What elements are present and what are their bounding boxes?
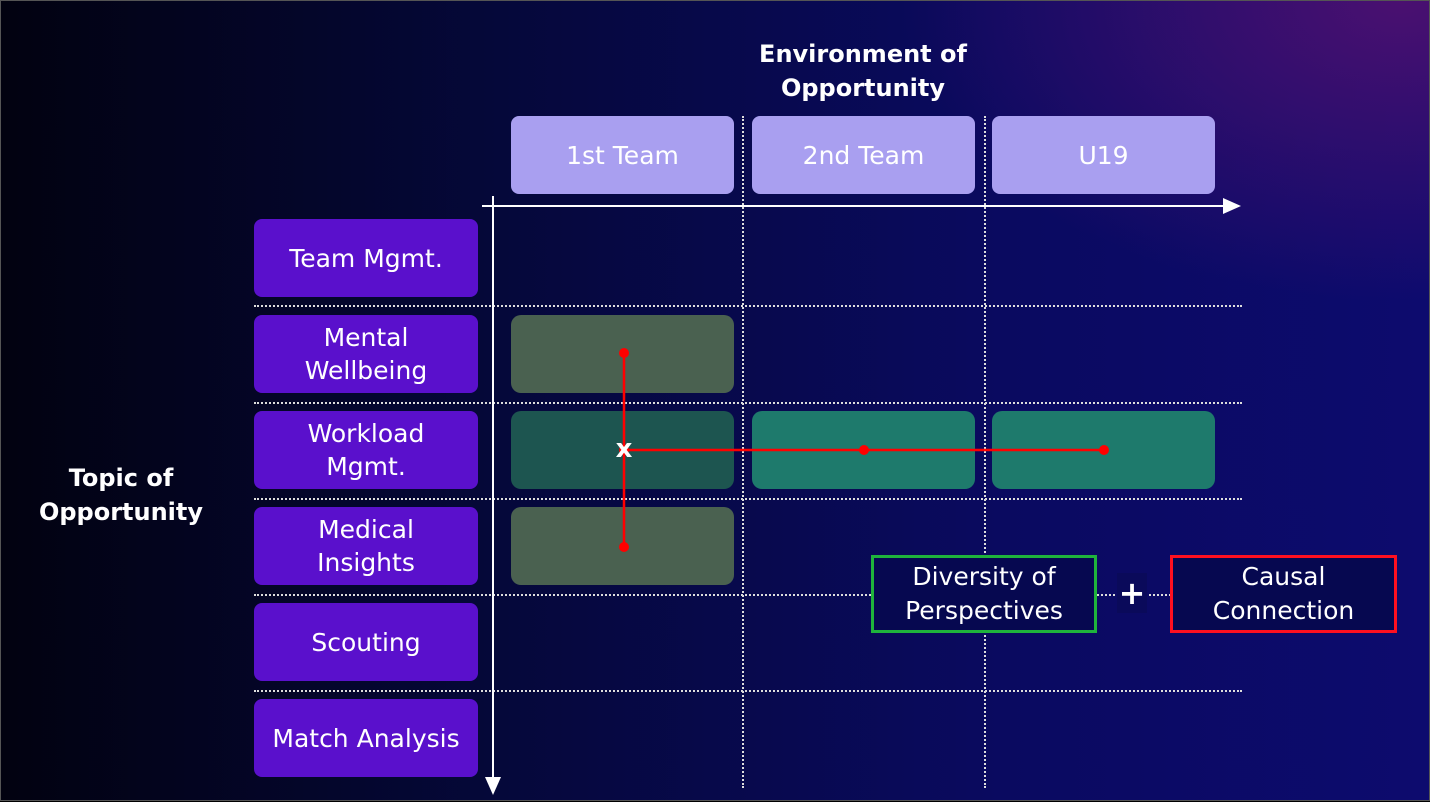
connector-dot — [619, 348, 629, 358]
intersection-marker: x — [615, 434, 633, 464]
row-header-workload-mgmt: Workload Mgmt. — [254, 411, 478, 489]
row-header-medical-insights: Medical Insights — [254, 507, 478, 585]
connector-dot — [619, 542, 629, 552]
column-divider — [984, 116, 986, 788]
column-header-2nd-team: 2nd Team — [752, 116, 975, 194]
environment-title: Environment of Opportunity — [759, 40, 967, 102]
row-divider — [254, 594, 1242, 596]
column-header-1st-team: 1st Team — [511, 116, 734, 194]
row-header-team-mgmt: Team Mgmt. — [254, 219, 478, 297]
row-header-scouting: Scouting — [254, 603, 478, 681]
diversity-of-perspectives-box: Diversity of Perspectives — [871, 555, 1097, 633]
causal-connection-box: Causal Connection — [1170, 555, 1397, 633]
row-header-match-analysis: Match Analysis — [254, 699, 478, 777]
column-header-u19: U19 — [992, 116, 1215, 194]
topic-title: Topic of Opportunity — [38, 464, 204, 526]
connector-dot — [619, 445, 629, 455]
plus-sign: + — [1117, 573, 1147, 613]
row-divider — [254, 690, 1242, 692]
connector-dot — [1099, 445, 1109, 455]
column-divider — [742, 116, 744, 788]
row-divider — [254, 402, 1242, 404]
connector-dot — [859, 445, 869, 455]
row-divider — [254, 305, 1242, 307]
row-divider — [254, 498, 1242, 500]
row-header-mental-wellbeing: Mental Wellbeing — [254, 315, 478, 393]
